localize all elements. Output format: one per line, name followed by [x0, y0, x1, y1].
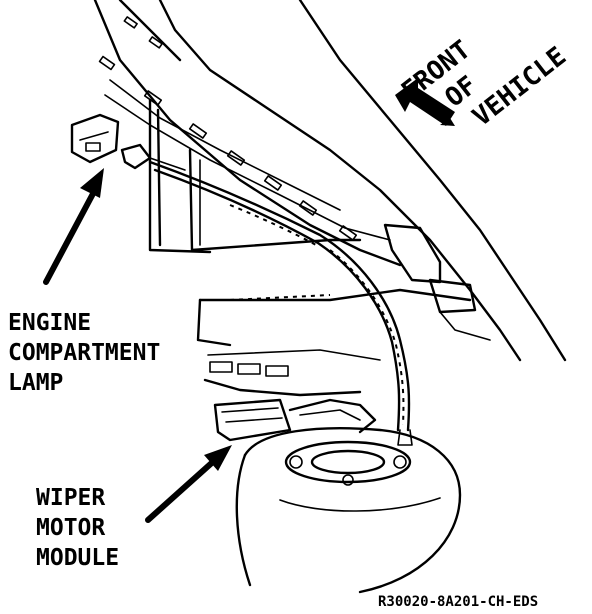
engine-label-line1: ENGINE	[8, 310, 91, 336]
front-label-line3: VEHICLE	[467, 41, 572, 132]
engine-compartment-lamp	[70, 113, 186, 171]
hood-slots	[98, 16, 358, 241]
strut-tower	[235, 427, 462, 594]
reference-code: R30020-8A201-CH-EDS	[378, 594, 538, 610]
hood-panel	[93, 0, 567, 362]
cowl-vent-slots	[209, 361, 289, 377]
engine-label-line3: LAMP	[8, 370, 63, 396]
hood-hinge-bracket	[383, 223, 491, 341]
wiper-motor-module-label: WIPER MOTOR MODULE	[36, 485, 119, 571]
wiper-label-line2: MOTOR	[36, 515, 105, 541]
wiring-harness	[148, 160, 413, 446]
wiper-label-line1: WIPER	[36, 485, 105, 511]
engine-label-line2: COMPARTMENT	[8, 340, 160, 366]
lamp-callout-arrow-icon	[43, 168, 104, 285]
inner-structure	[148, 98, 472, 397]
wiper-callout-arrow-icon	[145, 445, 232, 523]
wiper-motor-module	[213, 398, 377, 442]
front-of-vehicle-label: FRONT OF VEHICLE	[396, 35, 572, 133]
engine-compartment-lamp-label: ENGINE COMPARTMENT LAMP	[8, 310, 160, 396]
wiper-label-line3: MODULE	[36, 545, 119, 571]
front-of-vehicle-arrow-icon	[395, 78, 455, 126]
